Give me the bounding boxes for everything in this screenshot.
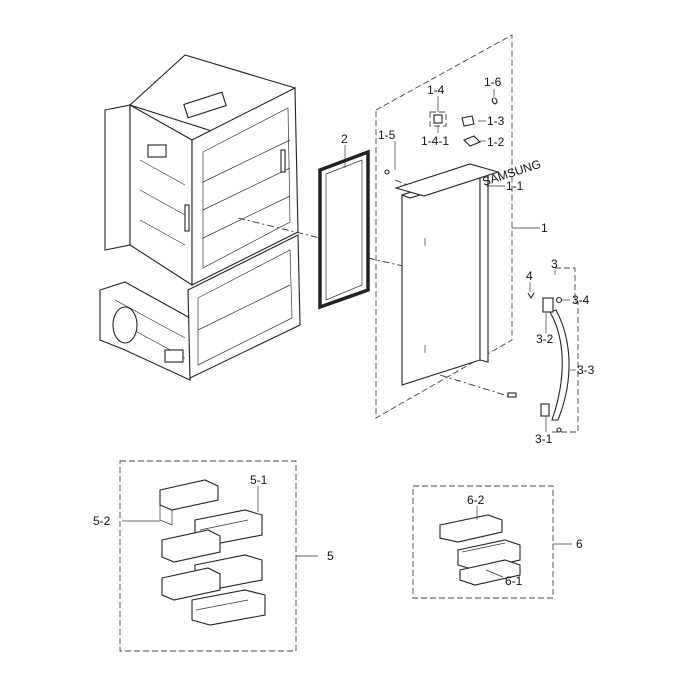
callout-3-3: 3-3 [577,363,595,377]
assembly-guide-line [237,217,421,271]
callout-4: 4 [526,269,533,283]
refrigerator-door: SAMSUNG [394,157,543,386]
door-bins [159,479,266,626]
callout-6-2: 6-2 [467,493,485,507]
lower-hinge-pin [507,392,517,398]
callout-5-1: 5-1 [250,473,268,487]
callout-1: 1 [541,221,548,235]
door-gasket [318,149,370,310]
door-guard [439,514,521,586]
callout-1-6: 1-6 [484,75,502,89]
callout-3-4: 3-4 [572,293,590,307]
callout-5: 5 [327,549,334,563]
callout-1-3: 1-3 [487,114,505,128]
callout-1-4-1: 1-4-1 [421,134,449,148]
callout-2: 2 [341,132,348,146]
callout-leaders [344,89,576,432]
callout-1-4: 1-4 [427,83,445,97]
bottom-hinge-guide-line [439,374,509,397]
callout-3-2: 3-2 [536,332,554,346]
callout-5-2: 5-2 [93,514,111,528]
callout-1-2: 1-2 [487,135,505,149]
door-handle-assembly [527,267,579,433]
callout-1-5: 1-5 [378,128,396,142]
door-assembly-boundary [375,34,513,419]
refrigerator-cabinet [99,54,301,381]
callout-3: 3 [551,257,558,271]
callout-3-1: 3-1 [535,432,553,446]
callout-6-1: 6-1 [505,574,523,588]
hinge-cover-parts [384,97,498,175]
callout-6: 6 [576,537,583,551]
leader-6-1 [485,569,504,578]
callout-labels: 2 1-5 1-4 1-4-1 1-6 1-3 1-2 1-1 1 3 4 3-… [93,75,595,588]
callout-1-1: 1-1 [506,179,524,193]
